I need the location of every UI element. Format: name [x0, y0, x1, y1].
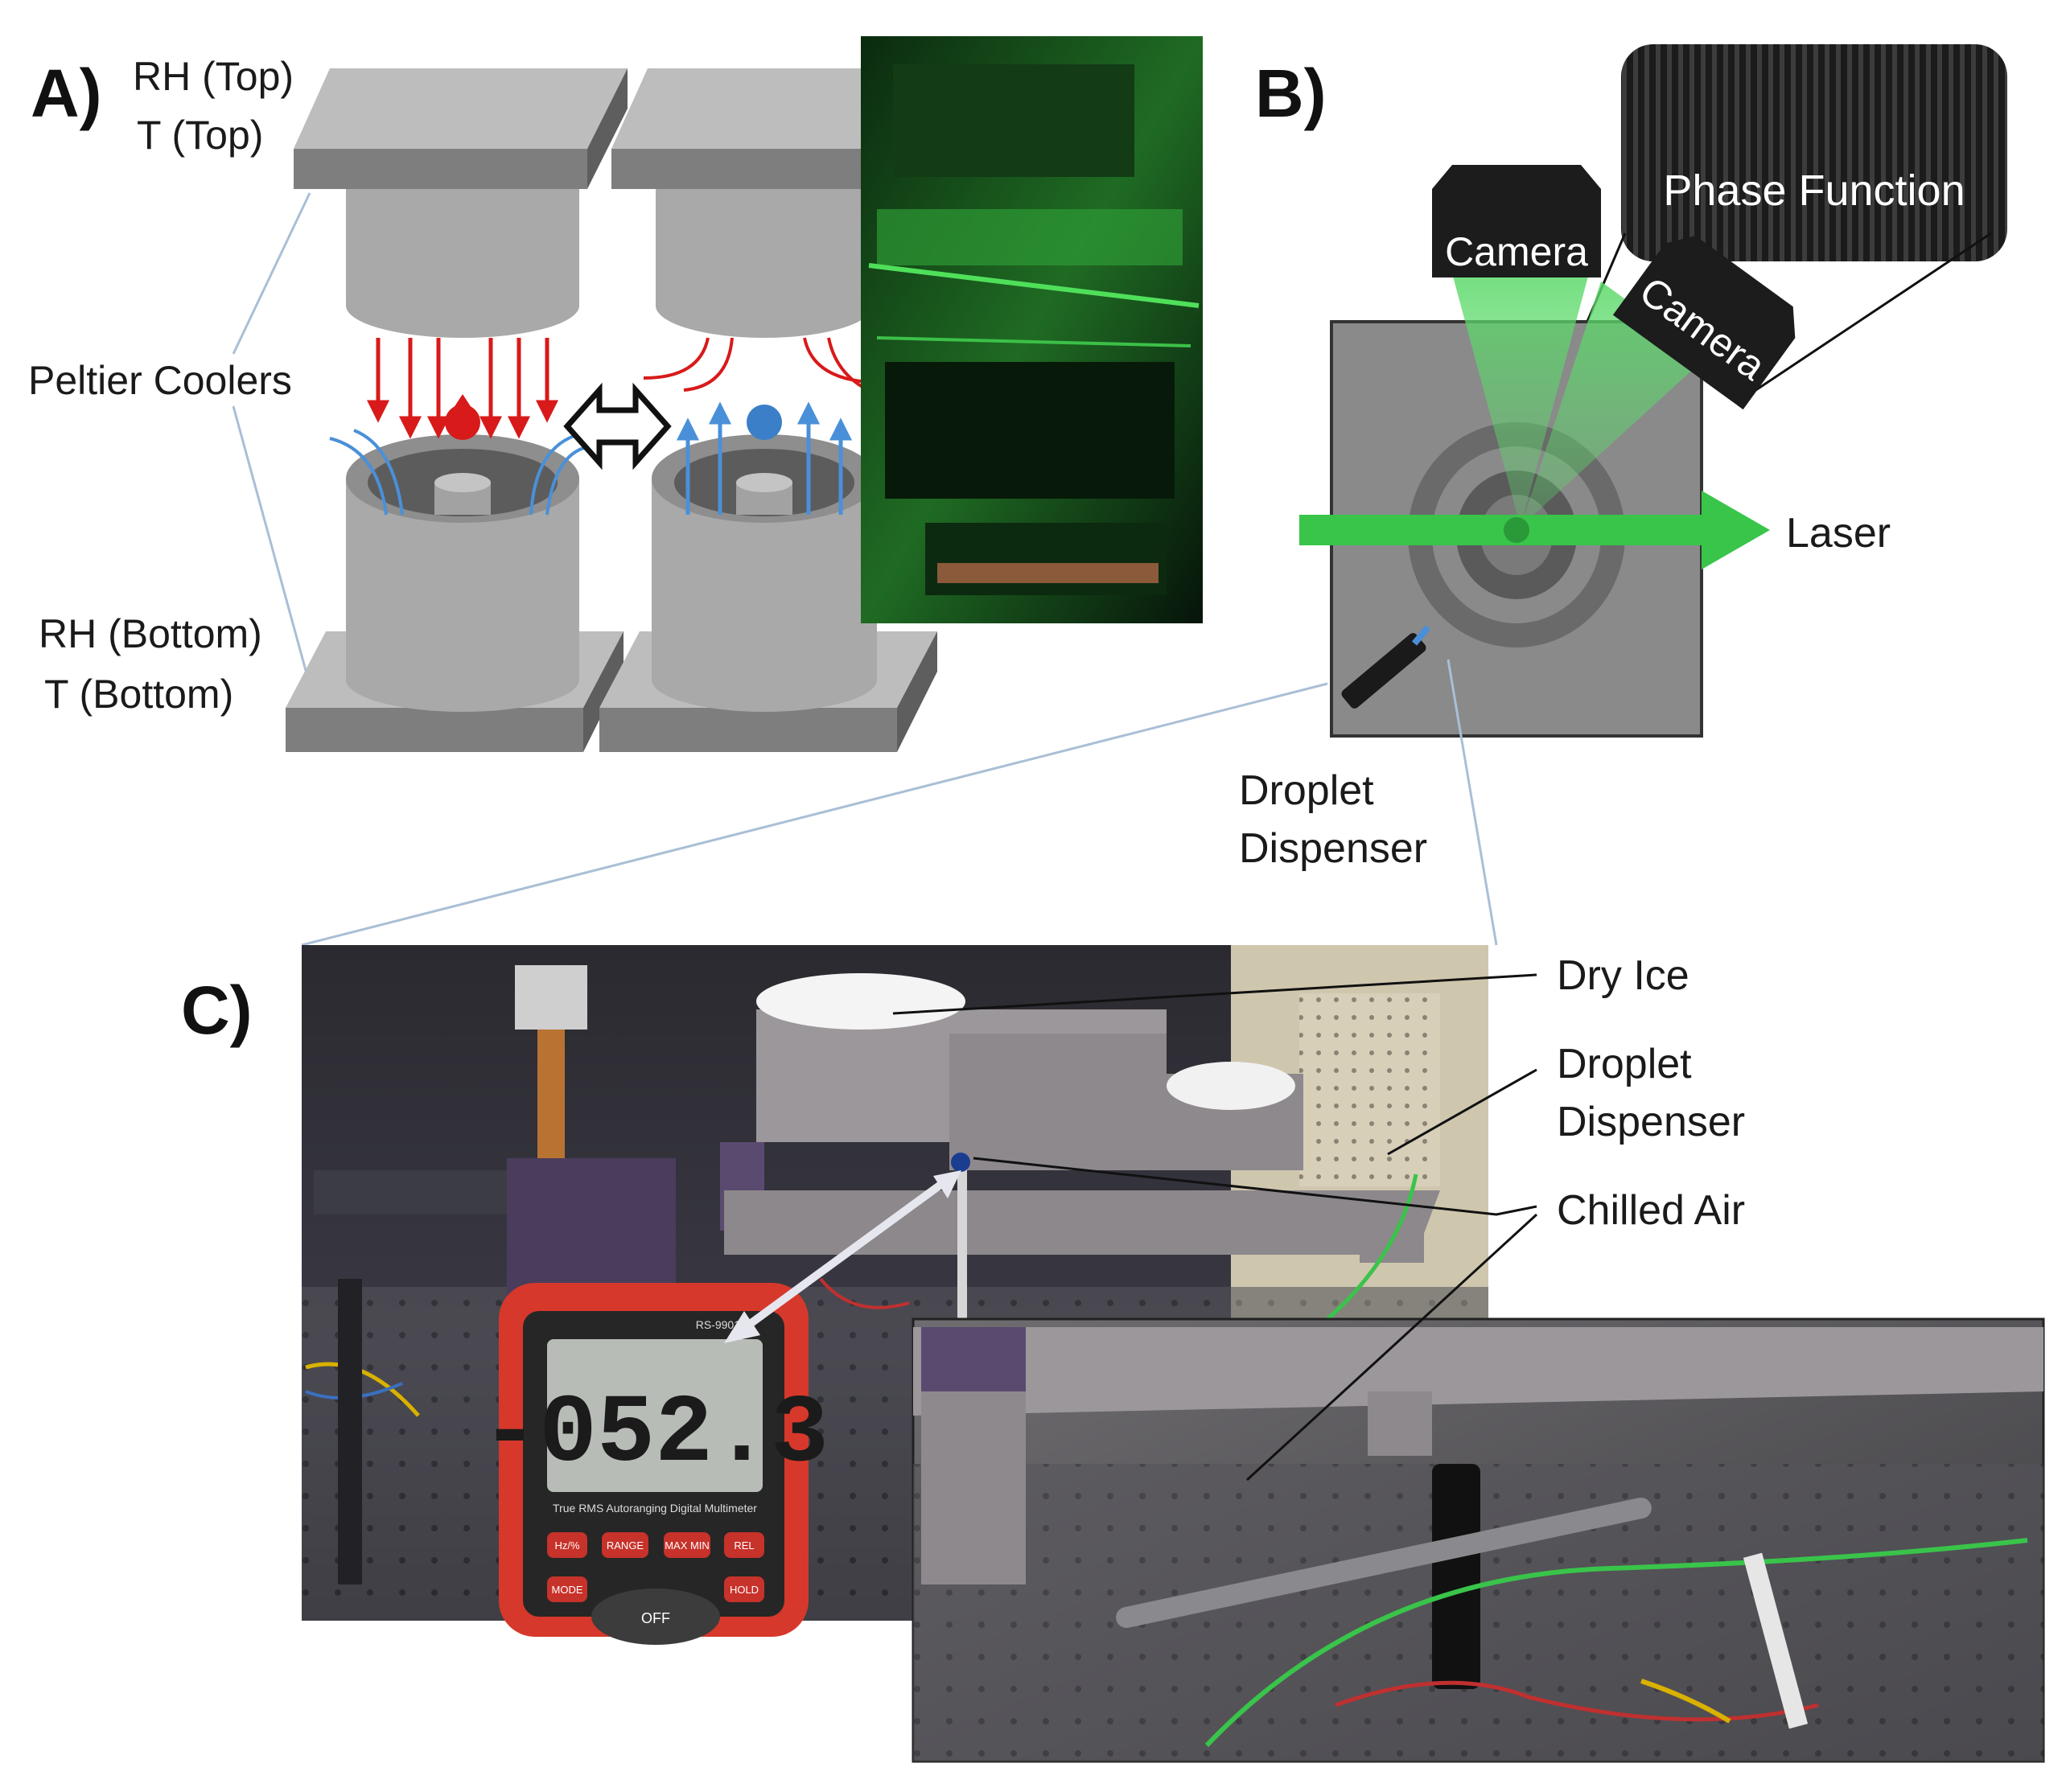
top-cooler-right	[611, 68, 917, 338]
peltier-leader-bottom	[232, 405, 315, 701]
probe-arrow	[724, 1170, 961, 1343]
rh-top-label: RH (Top)	[133, 54, 294, 99]
meter-dial[interactable]	[591, 1589, 720, 1645]
dry-ice-leader	[892, 973, 1537, 1015]
c-dispenser-label-line2: Dispenser	[1557, 1099, 1745, 1145]
peltier-coolers-label: Peltier Coolers	[28, 358, 292, 403]
panel-c-label: C)	[181, 972, 253, 1048]
panel-b-label: B)	[1255, 55, 1327, 131]
t-top-label: T (Top)	[137, 113, 263, 158]
meter-button-mode[interactable]	[547, 1576, 587, 1602]
top-camera-label: Camera	[1445, 229, 1588, 274]
chamber-photo	[861, 36, 1203, 623]
dispenser-label-line1: Droplet	[1239, 767, 1374, 814]
panel-a: A) RH (Top) T (Top) Peltier Coolers RH (…	[28, 36, 1203, 752]
top-camera-icon: Camera	[1432, 165, 1601, 277]
meter-buttons: Hz/% RANGE MAX MIN REL MODE HOLD	[547, 1532, 764, 1602]
laser-label: Laser	[1786, 510, 1891, 557]
chilled-air-leader-2	[1245, 1213, 1538, 1482]
dispenser-leader-left	[301, 682, 1328, 947]
meter-button-mode-label: MODE	[552, 1584, 583, 1596]
meter-button-range[interactable]	[602, 1532, 648, 1558]
meter-dial-label: OFF	[641, 1610, 670, 1626]
top-camera-beam	[1452, 273, 1589, 527]
bottom-cooler-left	[286, 434, 624, 752]
cold-flow-arrows	[676, 401, 853, 515]
meter-button-hold[interactable]	[724, 1576, 764, 1602]
panel-c: C)	[181, 945, 2045, 1763]
meter-model: RS-9901	[696, 1318, 740, 1331]
meter-button-rel[interactable]	[724, 1532, 764, 1558]
chilled-air-leader-1	[973, 1157, 1537, 1216]
laser-beam	[1299, 491, 1770, 569]
hot-flow-arrows	[366, 338, 559, 439]
meter-button-hold-label: HOLD	[730, 1584, 759, 1596]
meter-button-maxmin[interactable]	[664, 1532, 710, 1558]
dispenser-icon	[1341, 625, 1431, 709]
panel-a-label: A)	[31, 55, 102, 131]
peltier-leader-top	[232, 192, 311, 355]
meter-button-maxmin-label: MAX MIN	[665, 1539, 710, 1552]
panel-b: B) Phase Function Camera Camera	[301, 44, 2007, 947]
t-bottom-label: T (Bottom)	[44, 672, 233, 717]
meter-button-rel-label: REL	[734, 1539, 754, 1552]
rh-bottom-label: RH (Bottom)	[39, 611, 262, 656]
meter-reading: -052.3	[481, 1380, 829, 1490]
c-dispenser-leader	[1387, 1068, 1537, 1156]
dispenser-label-line2: Dispenser	[1239, 825, 1427, 872]
meter-button-hz-label: Hz/%	[554, 1539, 580, 1552]
meter-button-range-label: RANGE	[607, 1539, 644, 1552]
cold-droplet	[747, 405, 782, 440]
meter-caption: True RMS Autoranging Digital Multimeter	[553, 1502, 757, 1515]
dispenser-leader-right	[1447, 659, 1498, 946]
multimeter: -052.3 RS-9901 True RMS Autoranging Digi…	[481, 1283, 829, 1645]
phase-function-label: Phase Function	[1663, 166, 1965, 215]
hot-droplet	[445, 394, 480, 440]
chilled-air-label: Chilled Air	[1557, 1187, 1745, 1234]
hot-side-flow-right	[643, 337, 878, 396]
top-cooler-left	[294, 68, 628, 338]
c-dispenser-label-line1: Droplet	[1557, 1041, 1692, 1087]
switch-arrow	[563, 382, 672, 471]
phase-function-box: Phase Function	[1575, 44, 2007, 404]
dry-ice-label: Dry Ice	[1557, 952, 1689, 999]
meter-button-hz[interactable]	[547, 1532, 587, 1558]
inset-photo	[912, 1317, 2045, 1763]
